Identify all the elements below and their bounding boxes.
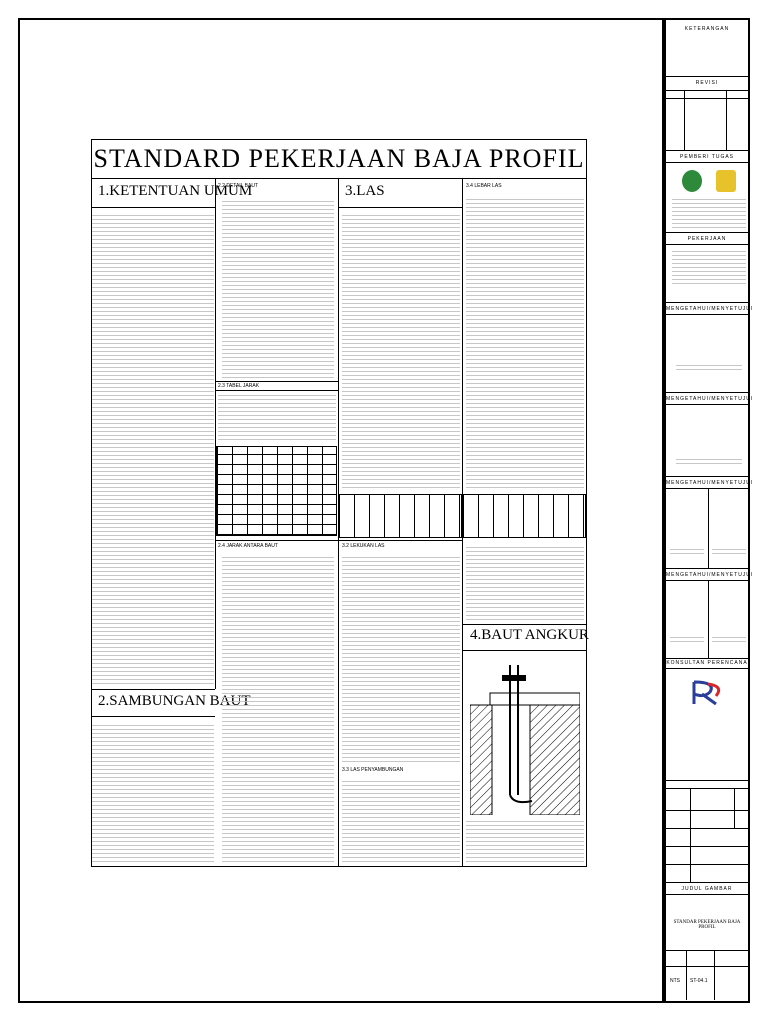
drawing-frame: [18, 18, 664, 1003]
tb-divider: [666, 568, 748, 569]
konsultan-label: KONSULTAN PERENCANA: [666, 660, 748, 666]
tb-divider: [666, 150, 748, 151]
section-3-heading: 3.LAS: [345, 183, 385, 199]
section-underline: [462, 650, 587, 651]
section-underline: [92, 207, 215, 208]
ministry-logo-right-icon: [716, 170, 736, 192]
anchor-bolt-notes: [466, 820, 584, 862]
signature-name-3b: [712, 546, 746, 554]
tb-split-line: [708, 488, 709, 568]
ministry-logo-left-icon: [682, 170, 702, 192]
weld-size-table: [462, 494, 586, 538]
weld-symbol-drawings: [466, 546, 584, 620]
mengetahui-label-1: MENGETAHUI/MENYETUJUI: [666, 306, 754, 312]
mengetahui-label-4: MENGETAHUI/MENYETUJUI: [666, 572, 754, 578]
judul-gambar-label: JUDUL GAMBAR: [681, 886, 733, 892]
revision-column-line: [726, 90, 727, 150]
section-divider: [215, 381, 338, 382]
splice-weld-drawings: [342, 780, 460, 862]
judul-gambar-value: STANDAR PEKERJAAN BAJA PROFIL: [673, 920, 741, 930]
signature-name-2: [676, 456, 742, 464]
section-divider: [338, 540, 462, 541]
mengetahui-label-2: MENGETAHUI/MENYETUJUI: [666, 396, 754, 402]
sheet-code: ST-04.1: [690, 978, 708, 984]
section-divider: [215, 540, 338, 541]
weld-type-drawings: [342, 212, 460, 488]
project-description-block: [672, 250, 746, 284]
tb-divider: [666, 90, 748, 91]
section-divider: [92, 689, 215, 690]
section-3-4-heading: 3.4 LEBAR LAS: [466, 183, 502, 189]
section-4-heading: 4.BAUT ANGKUR: [470, 627, 589, 643]
tb-divider: [666, 392, 748, 393]
section-3-3-heading: 3.3 LAS PENYAMBUNGAN: [342, 767, 404, 773]
section-2-heading: 2.SAMBUNGAN BAUT: [98, 693, 251, 709]
tb-divider: [666, 864, 748, 865]
tb-divider: [666, 76, 748, 77]
tb-split-line: [714, 950, 715, 1000]
signature-name-1: [676, 362, 742, 370]
tb-divider: [666, 668, 748, 669]
tb-divider: [666, 232, 748, 233]
section-underline: [92, 716, 215, 717]
tb-divider: [666, 476, 748, 477]
revision-column-line: [684, 90, 685, 150]
tb-divider: [666, 580, 748, 581]
tb-split-line: [690, 788, 691, 882]
signature-name-3a: [670, 546, 704, 554]
tb-divider: [666, 780, 748, 781]
tb-divider: [666, 488, 748, 489]
section-2-4-heading: 2.4 JARAK ANTARA BAUT: [218, 543, 278, 549]
bolt-spacing-drawings: [222, 556, 334, 862]
tb-split-line: [708, 580, 709, 658]
section-2-3-heading: 2.3 TABEL JARAK: [218, 383, 260, 389]
tb-divider: [666, 810, 748, 811]
bolt-detail-drawing: [222, 198, 334, 378]
section-underline: [215, 390, 338, 391]
section-3-2-heading: 3.2 LEKUKAN LAS: [342, 543, 385, 549]
tb-divider: [666, 314, 748, 315]
anchor-bolt-drawing: [469, 655, 581, 816]
mengetahui-label-3: MENGETAHUI/MENYETUJUI: [666, 480, 754, 486]
revisi-label: REVISI: [695, 80, 719, 86]
section-divider: [462, 624, 587, 625]
general-provisions-text: [92, 214, 214, 684]
tb-divider: [666, 788, 748, 789]
tb-divider: [666, 658, 748, 659]
pekerjaan-label: PEKERJAAN: [687, 236, 727, 242]
pemberi-tugas-label: PEMBERI TUGAS: [679, 154, 735, 160]
column-divider: [215, 179, 216, 689]
bolt-connection-text: [92, 722, 214, 862]
section-1-heading: 1.KETENTUAN UMUM: [98, 183, 253, 199]
tb-divider: [666, 894, 748, 895]
tb-divider: [666, 882, 748, 883]
keterangan-label: KETERANGAN: [684, 26, 730, 32]
signature-name-4b: [712, 634, 746, 642]
tb-divider: [666, 98, 748, 99]
tb-split-line: [734, 788, 735, 828]
signature-name-4a: [670, 634, 704, 642]
tb-divider: [666, 828, 748, 829]
weld-thickness-table: [338, 494, 462, 538]
tb-divider: [666, 302, 748, 303]
scale-value: NTS: [670, 978, 680, 984]
section-underline: [338, 207, 462, 208]
tb-divider: [666, 846, 748, 847]
tb-divider: [666, 162, 748, 163]
tb-divider: [666, 966, 748, 967]
weld-width-drawings: [466, 198, 584, 488]
spacing-diagram: [218, 394, 336, 440]
spacing-table: [216, 446, 337, 536]
section-2-2-heading: 2.2 DETAIL BAUT: [218, 183, 259, 189]
tb-divider: [666, 950, 748, 951]
agency-text-block: [672, 198, 746, 228]
weld-groove-drawings: [342, 556, 460, 762]
tb-split-line: [686, 950, 687, 1000]
tb-divider: [666, 244, 748, 245]
drawing-title: STANDARD PEKERJAAN BAJA PROFIL: [91, 139, 587, 179]
consultant-logo-icon: [686, 678, 732, 708]
title-block: KETERANGAN REVISI PEMBERI TUGAS PEKERJAA…: [664, 18, 754, 1003]
tb-divider: [666, 404, 748, 405]
